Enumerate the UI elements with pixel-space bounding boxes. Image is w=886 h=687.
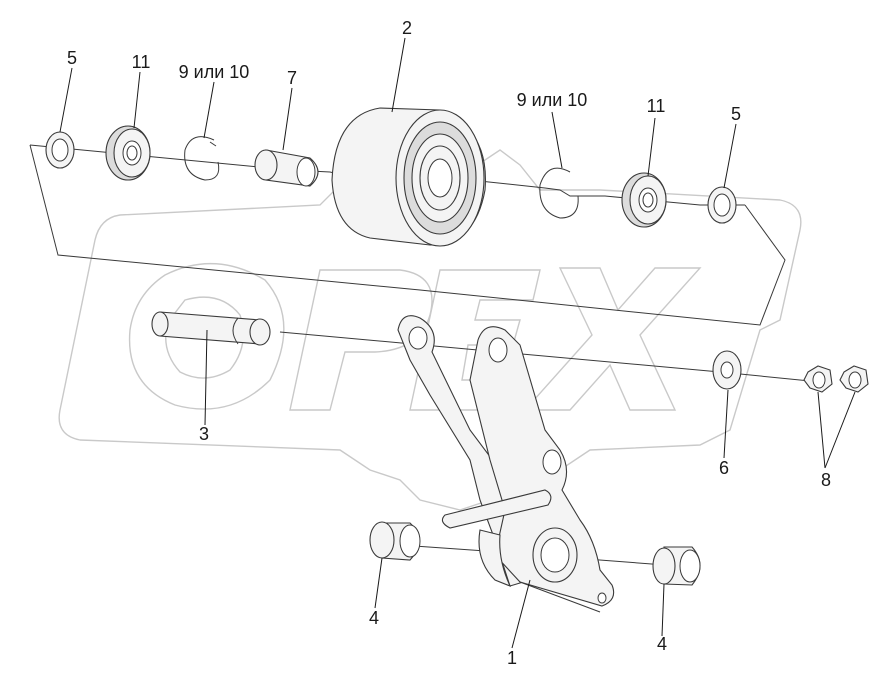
part-6-washer [712, 350, 742, 390]
callout-4-right: 4 [657, 634, 667, 654]
part-11-left-bearing [105, 125, 151, 181]
callouts: 5 11 9 или 10 7 2 9 или 10 11 5 3 6 8 4 … [67, 18, 831, 668]
part-7-spacer [254, 149, 319, 187]
callout-9-or-10-right: 9 или 10 [517, 90, 588, 110]
callout-5-left: 5 [67, 48, 77, 68]
callout-11-left: 11 [132, 52, 151, 72]
part-4-left-bushing [369, 521, 421, 561]
leader-lines [59, 37, 856, 649]
callout-5-right: 5 [731, 104, 741, 124]
callout-3: 3 [199, 424, 209, 444]
part-9-or-10-right-ring [539, 167, 579, 219]
callout-1: 1 [507, 648, 517, 668]
callout-9-or-10-left: 9 или 10 [179, 62, 250, 82]
part-9-or-10-left-ring [184, 136, 220, 181]
part-1-bracket [397, 315, 615, 613]
part-4-right-bushing [652, 546, 701, 586]
callout-8: 8 [821, 470, 831, 490]
part-3-axle [151, 311, 271, 346]
callout-2: 2 [402, 18, 412, 38]
part-2-pulley [331, 107, 487, 247]
callout-4-left: 4 [369, 608, 379, 628]
callout-6: 6 [719, 458, 729, 478]
part-5-right-sleeve [707, 186, 737, 224]
part-5-left-sleeve [45, 131, 75, 169]
callout-11-right: 11 [647, 96, 666, 116]
part-11-right-bearing [621, 172, 667, 228]
callout-7: 7 [287, 68, 297, 88]
part-8-nuts [803, 365, 869, 393]
